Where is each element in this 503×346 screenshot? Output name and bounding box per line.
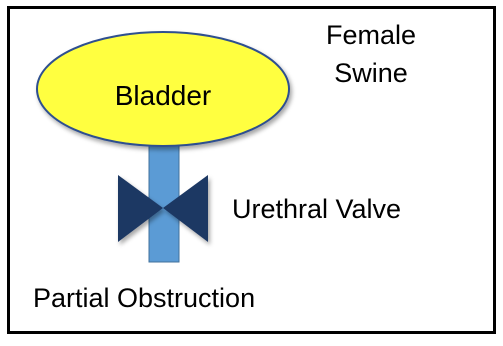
urethra-tube bbox=[149, 128, 179, 262]
subject-label-line2: Swine bbox=[334, 58, 408, 88]
subject-label-line1: Female bbox=[326, 20, 416, 50]
bladder-label: Bladder bbox=[115, 80, 212, 111]
valve-label: Urethral Valve bbox=[232, 194, 401, 224]
condition-label: Partial Obstruction bbox=[33, 283, 255, 313]
